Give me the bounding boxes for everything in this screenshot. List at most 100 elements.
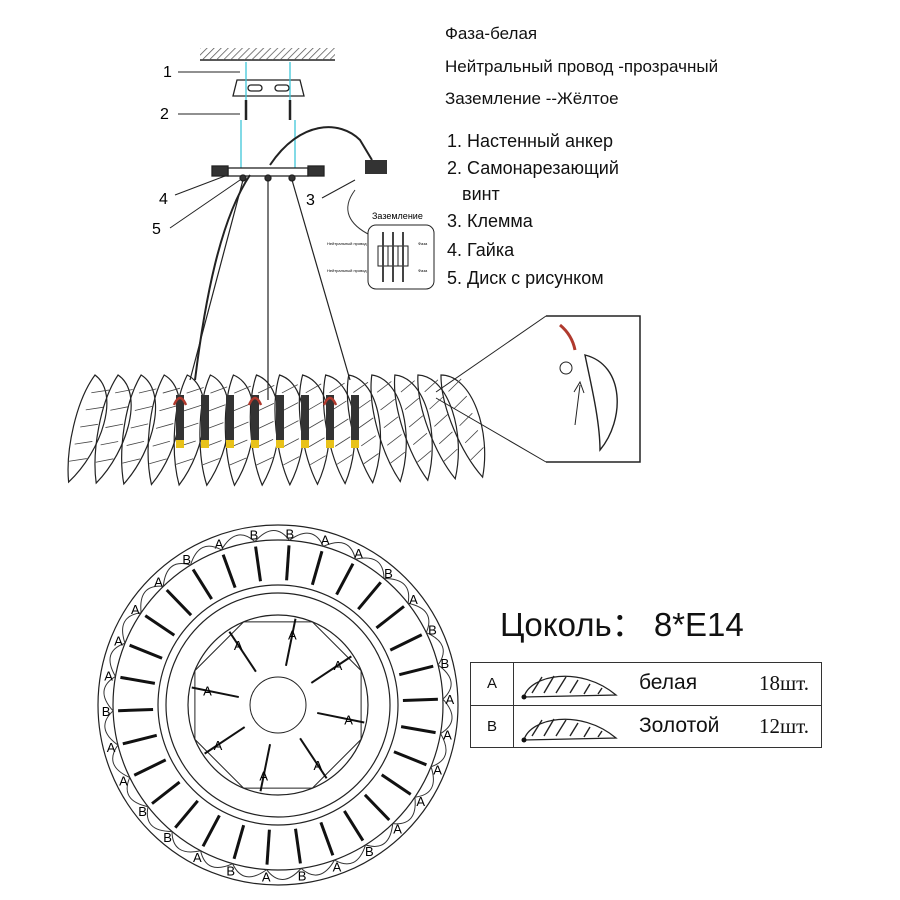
- outer-leaf-label: A: [114, 634, 123, 649]
- leaf: [121, 374, 156, 486]
- lamp-socket: [326, 395, 334, 445]
- canopy-plate: [211, 165, 325, 182]
- inner-leaf-label: A: [214, 738, 223, 753]
- arm: [294, 828, 302, 864]
- inner-arm: [228, 631, 257, 673]
- outer-leaf-label: B: [102, 704, 111, 719]
- leaf-vein: [282, 438, 300, 448]
- outer-leaf-label: A: [215, 536, 224, 551]
- outer-leaf-label: A: [104, 668, 113, 683]
- arm: [400, 725, 436, 735]
- ring-outline: [157, 584, 399, 826]
- leaf-quantity: 18шт.: [758, 671, 809, 695]
- leaf-vein: [85, 406, 104, 411]
- arm: [232, 824, 246, 860]
- terminal-phase-label-2: Фаза: [418, 268, 428, 273]
- leaf-vein: [122, 458, 141, 464]
- terminal-block: Заземление Нейтральный провод Нейтральны…: [327, 211, 435, 290]
- leaf-vein: [329, 382, 345, 394]
- inner-arm: [299, 737, 328, 779]
- leaf-vein: [380, 398, 395, 411]
- leaf-vein: [126, 441, 145, 446]
- terminal-neutral-label-1: Нейтральный провод: [327, 241, 367, 246]
- leaf: [393, 374, 433, 482]
- leaf-outline: [414, 766, 434, 798]
- arm: [144, 614, 176, 637]
- leaf: [417, 374, 459, 481]
- leaf-vein: [210, 386, 228, 394]
- leaf-vein: [229, 457, 247, 466]
- leaf-outline: [112, 744, 130, 778]
- leaf-vein: [100, 441, 119, 446]
- outer-leaf-label: B: [182, 552, 191, 567]
- leaf-icon: [521, 718, 618, 742]
- arm: [254, 546, 262, 582]
- leaf-vein: [459, 412, 473, 427]
- socket-ring: [301, 440, 309, 448]
- leaf-outline: [300, 859, 336, 876]
- lamp-socket: [251, 395, 259, 445]
- arm: [285, 545, 291, 581]
- part-5-decorative-disc: 5. Диск с рисунком: [447, 268, 604, 288]
- arm: [319, 821, 335, 856]
- leaf-vein: [417, 450, 432, 463]
- leaf-outline: [437, 664, 452, 700]
- leaf-vein: [412, 432, 428, 445]
- leaf-vein: [95, 458, 114, 463]
- leaf-outline: [407, 602, 430, 633]
- lamp-socket: [351, 395, 359, 445]
- arm: [129, 643, 163, 660]
- leaf-vein: [155, 423, 174, 429]
- callout-1: 1: [163, 64, 172, 81]
- lamp-socket: [301, 395, 309, 445]
- leaf-vein: [310, 455, 326, 466]
- inner-arm: [317, 711, 365, 724]
- leaf-outline: [104, 710, 119, 746]
- outer-leaf-label: B: [384, 566, 393, 581]
- leaf-vein: [400, 380, 415, 393]
- leaf-color: Золотой: [639, 713, 720, 737]
- table-row: A белая 18шт.: [470, 662, 822, 706]
- callout-3: 3: [306, 192, 315, 209]
- leaf-outline: [162, 563, 191, 587]
- center-canopy: [249, 676, 307, 734]
- arm: [389, 633, 423, 652]
- outer-leaf-label: A: [409, 592, 418, 607]
- leaf-vein: [130, 423, 149, 429]
- terminal-connector: [365, 160, 387, 174]
- leaf-vein: [404, 397, 420, 410]
- leaf-vein: [181, 422, 199, 430]
- leaf-vein: [308, 437, 325, 448]
- leaf-outline: [189, 545, 222, 566]
- arm: [133, 758, 167, 777]
- outer-leaf-label: B: [163, 830, 172, 845]
- leaf-outline: [323, 542, 356, 560]
- leaf-vein: [383, 416, 399, 428]
- leaf-vein: [152, 440, 170, 447]
- leaf-ring-side-view: [67, 374, 486, 487]
- inner-leaf-label: A: [288, 627, 297, 642]
- leaf-outline: [266, 868, 302, 880]
- leaf: [274, 374, 305, 487]
- leaf-letter: A: [470, 662, 514, 706]
- socket-ring: [226, 440, 234, 448]
- leaf-vein: [80, 423, 98, 428]
- leaf-vein: [336, 454, 353, 465]
- leaf-vein: [115, 389, 133, 394]
- socket-ring: [351, 440, 359, 448]
- wire: [322, 396, 338, 406]
- outer-leaf-label: B: [250, 528, 259, 543]
- leaf-vein: [443, 448, 458, 462]
- leaf: [94, 374, 132, 485]
- arm: [122, 733, 158, 746]
- arm: [380, 773, 412, 796]
- leaf-quantity: 12шт.: [758, 713, 809, 738]
- base-socket-title: Цоколь： 8*E14: [500, 606, 744, 643]
- terminal-ground-label: Заземление: [372, 211, 423, 221]
- arm: [357, 581, 382, 611]
- leaf-vein: [257, 403, 275, 412]
- arm: [402, 697, 438, 703]
- leaf-vein: [429, 396, 444, 410]
- outer-leaf-label: A: [131, 602, 140, 617]
- ring-outline: [112, 539, 444, 871]
